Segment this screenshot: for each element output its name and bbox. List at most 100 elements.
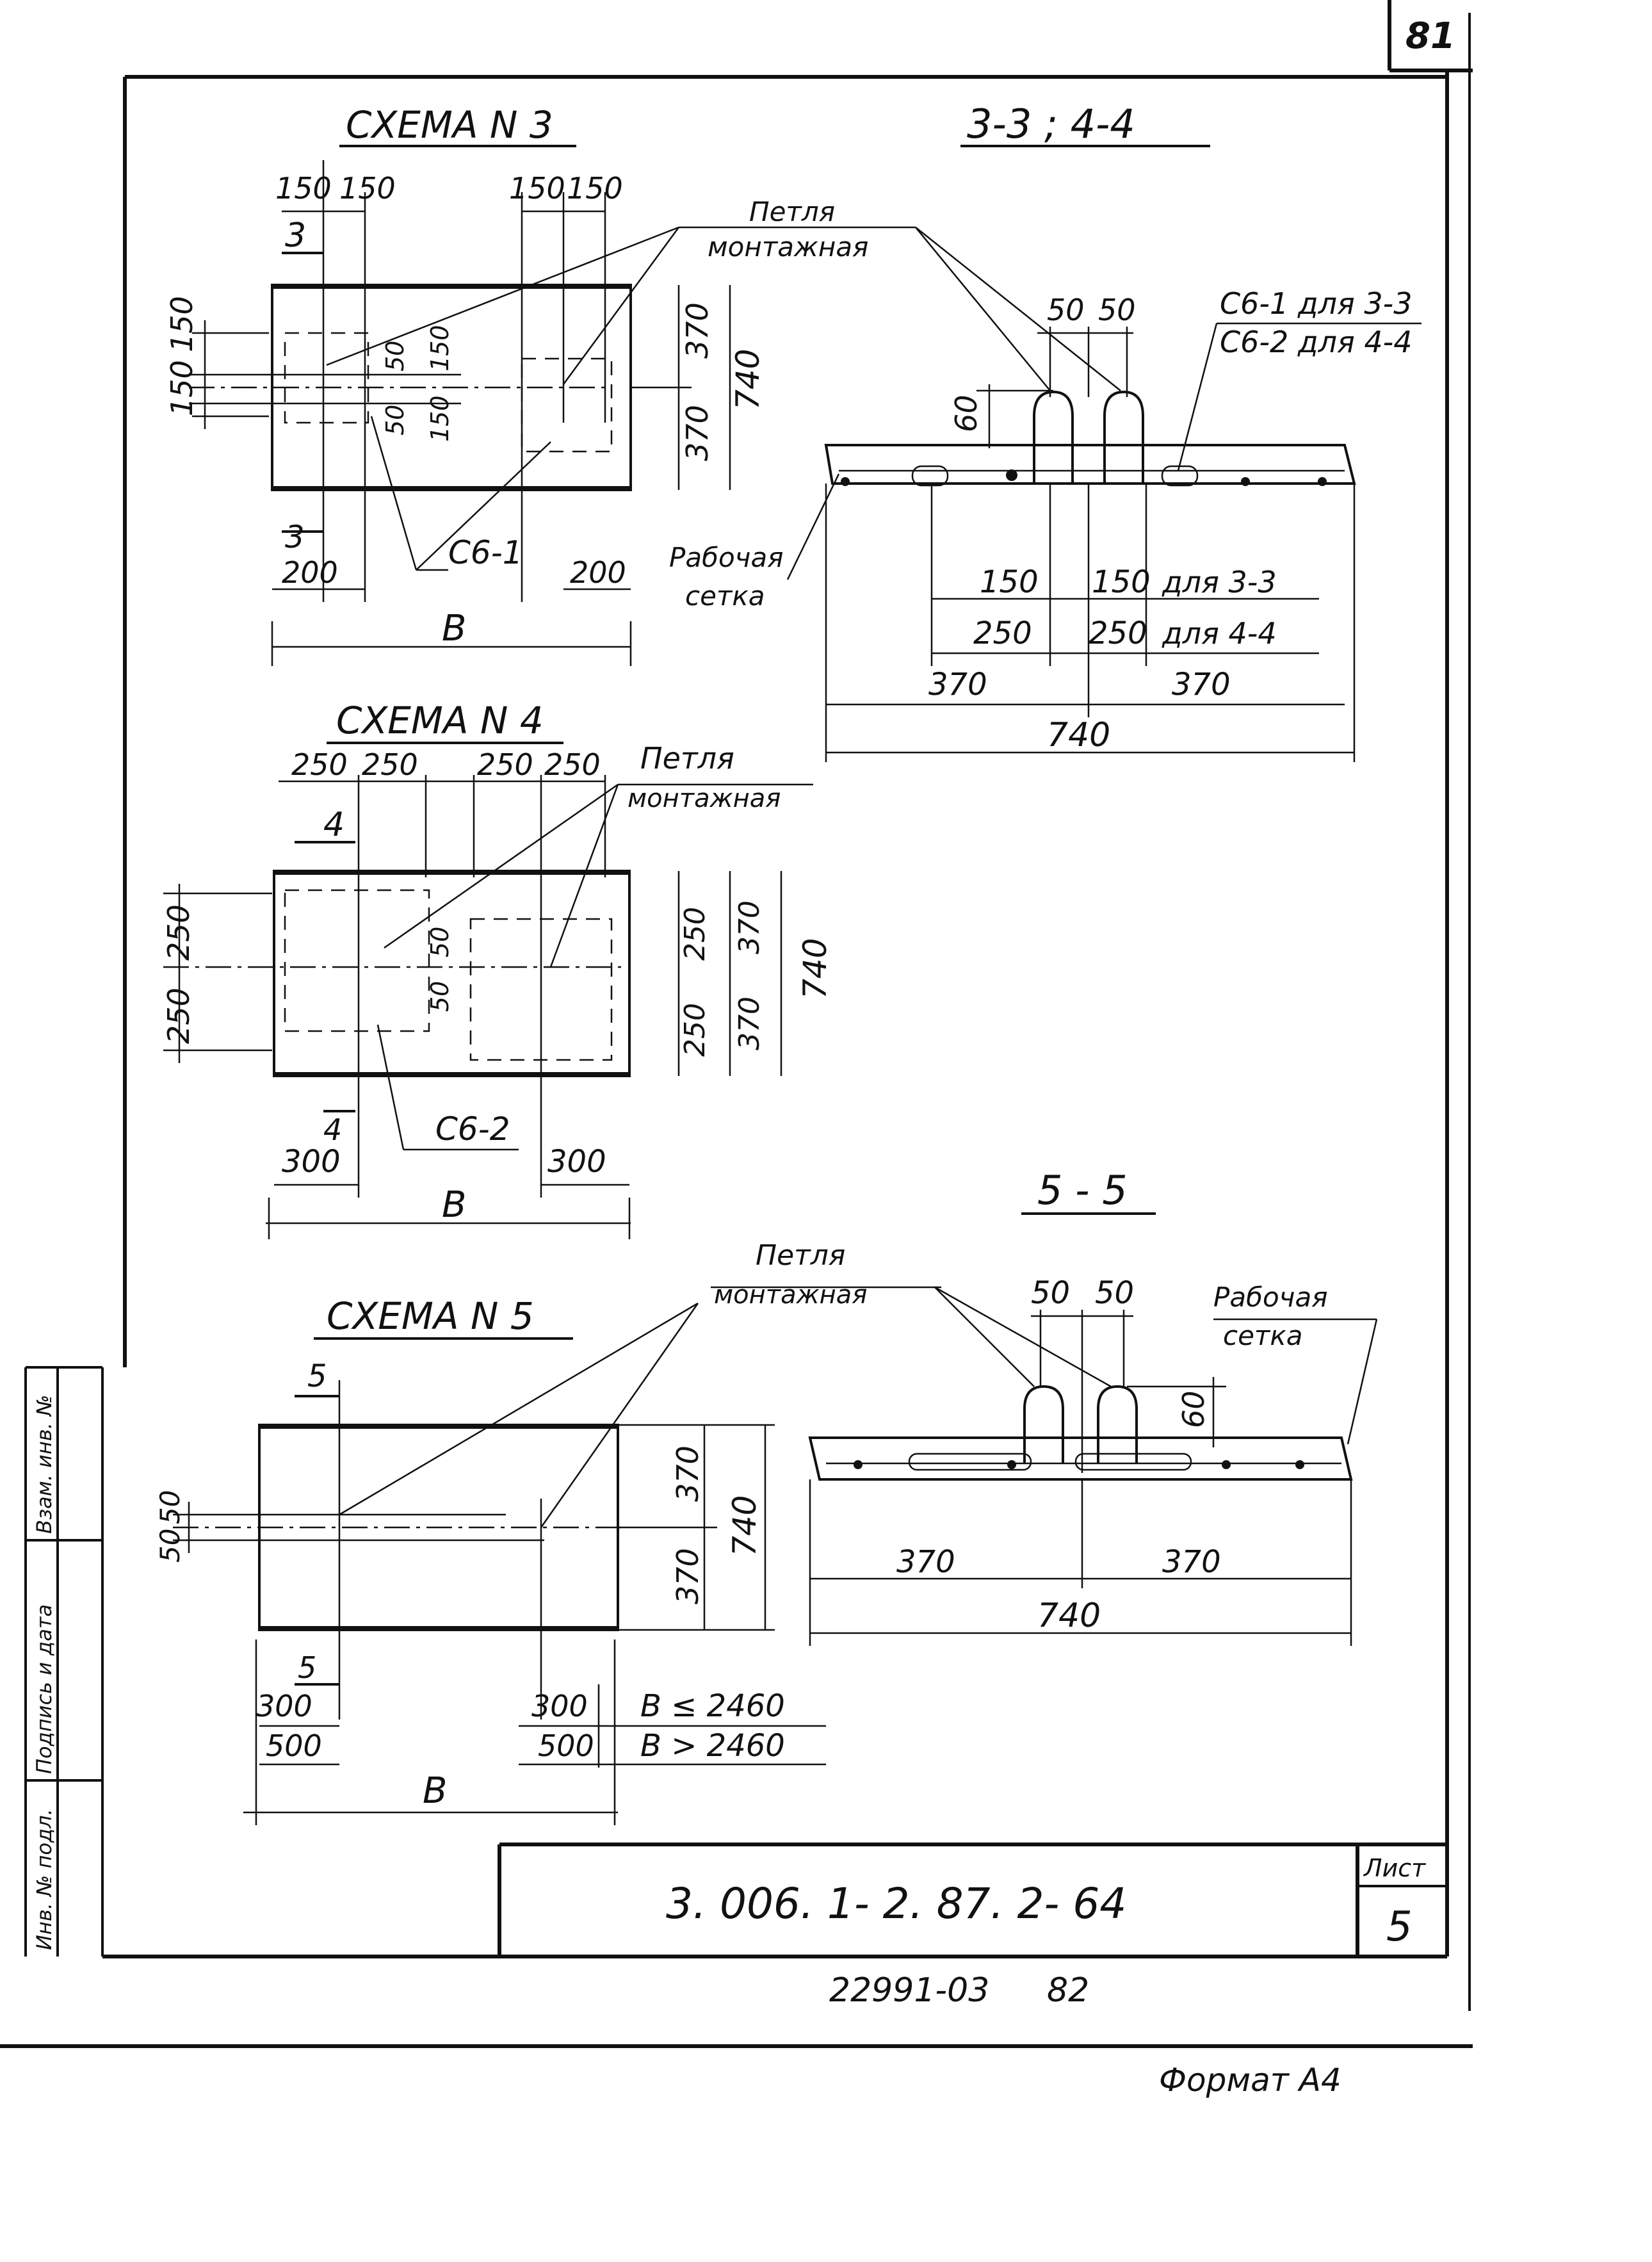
s33-title: 3-3 ; 4-4 xyxy=(967,101,1135,147)
s4-right-dim-2: 250 xyxy=(679,1003,711,1057)
stamp-vzam: Взам. инв. № xyxy=(32,1395,56,1534)
s5-row1-cond: В ≤ 2460 xyxy=(640,1688,785,1724)
s33-row2-note: для 4-4 xyxy=(1162,616,1277,651)
s4-bottom-dim-2: 300 xyxy=(547,1144,606,1180)
schema-3: СХЕМА N 3 150 150 150 150 3 150 150 50 xyxy=(165,103,916,666)
sheet-label: Лист xyxy=(1363,1854,1427,1882)
s33-row2-a: 250 xyxy=(973,615,1032,651)
s3-inner-dim-3: 150 xyxy=(426,395,454,442)
s5-width-label: В xyxy=(423,1770,447,1812)
s4-dim-top-2: 250 xyxy=(362,747,418,782)
s4-loop-label-2: монтажная xyxy=(628,784,781,813)
schema-3-title: СХЕМА N 3 xyxy=(346,103,553,147)
s33-row1-note: для 3-3 xyxy=(1162,565,1277,599)
s5-left-dim-1: 50 xyxy=(154,1490,186,1524)
s3-right-dim-1: 370 xyxy=(680,302,715,359)
side-stamp: Инв. № подл. Подпись и дата Взам. инв. № xyxy=(24,1366,102,1957)
title-block: 3. 006. 1- 2. 87. 2- 64 Лист 5 22991-03 … xyxy=(498,1843,1447,2099)
s3-loop-label-2: монтажная xyxy=(708,231,868,263)
s55-loop-label-1: Петля xyxy=(756,1239,845,1272)
s4-left-dim-1: 250 xyxy=(161,904,196,961)
s5-section-mark: 5 xyxy=(307,1358,327,1394)
s5-left-dim-2: 50 xyxy=(154,1529,186,1563)
s33-height: 60 xyxy=(949,395,984,432)
s4-right2-dim-1: 370 xyxy=(733,900,766,954)
s3-dim-top-1: 150 xyxy=(275,171,332,206)
s33-row3-a: 370 xyxy=(928,667,987,703)
s3-left-dim-1: 150 xyxy=(165,296,199,352)
schema-4: СХЕМА N 4 250 250 250 250 4 250 250 50 5… xyxy=(161,699,834,1239)
schema-4-title: СХЕМА N 4 xyxy=(336,699,544,742)
s33-work-mesh-2: сетка xyxy=(685,580,765,612)
s5-row1-right: 300 xyxy=(531,1689,588,1723)
s4-inner-dim-1: 50 xyxy=(426,927,454,957)
s3-dim-top-3: 150 xyxy=(509,171,565,206)
stamp-inv-podl: Инв. № подл. xyxy=(32,1809,56,1950)
schema-5-title: СХЕМА N 5 xyxy=(327,1294,534,1338)
s33-row1-a: 150 xyxy=(980,564,1039,600)
s5-row2-right: 500 xyxy=(538,1729,594,1763)
section-3-3: 3-3 ; 4-4 50 50 60 С6-1 для 3-3 С6-2 для… xyxy=(669,101,1421,762)
s3-dim-top-2: 150 xyxy=(339,171,396,206)
s55-top-dim-1: 50 xyxy=(1031,1275,1070,1311)
s33-mesh-note-1: С6-1 для 3-3 xyxy=(1220,286,1413,321)
page-number-box: 81 xyxy=(1388,0,1473,72)
s4-bottom-dim-1: 300 xyxy=(282,1144,341,1180)
s4-dim-top-4: 250 xyxy=(544,747,601,782)
s55-work-mesh-1: Рабочая xyxy=(1213,1282,1327,1313)
stamp-podpis: Подпись и дата xyxy=(32,1604,56,1774)
archive-page: 82 xyxy=(1047,1971,1089,2010)
frame xyxy=(0,13,1473,2048)
s3-bottom-dim-1: 200 xyxy=(282,555,338,590)
format-label: Формат А4 xyxy=(1159,2062,1341,2099)
s3-section-mark: 3 xyxy=(285,216,306,255)
s5-right-dim-2: 370 xyxy=(670,1548,705,1604)
s55-top-dim-2: 50 xyxy=(1095,1275,1134,1311)
s3-width-label: В xyxy=(442,608,466,649)
s33-row3-b: 370 xyxy=(1172,667,1231,703)
s4-right2-dim-2: 370 xyxy=(733,997,766,1050)
page-number: 81 xyxy=(1405,15,1455,57)
s4-inner-dim-2: 50 xyxy=(426,981,454,1012)
section-5-5: 5 - 5 50 50 60 Рабочая сетка Петля монта… xyxy=(711,1167,1378,1646)
s3-left-dim-2: 150 xyxy=(165,360,199,416)
s4-dim-top-1: 250 xyxy=(291,747,348,782)
s55-height: 60 xyxy=(1176,1390,1211,1428)
s3-mesh-label: С6-1 xyxy=(448,534,523,571)
s55-title: 5 - 5 xyxy=(1037,1167,1128,1214)
s5-total: 740 xyxy=(726,1495,763,1556)
s33-work-mesh-1: Рабочая xyxy=(669,542,783,573)
s33-row2-b: 250 xyxy=(1089,615,1147,651)
s4-dim-top-3: 250 xyxy=(477,747,533,782)
s3-loop-label-1: Петля xyxy=(749,196,835,227)
s3-right-dim-2: 370 xyxy=(680,405,715,461)
s4-mesh-label: С6-2 xyxy=(435,1111,510,1148)
s55-loop-label-2: монтажная xyxy=(714,1280,867,1310)
s5-row2-cond: В > 2460 xyxy=(640,1728,785,1764)
s3-dim-top-4: 150 xyxy=(567,171,623,206)
s55-row1-b: 370 xyxy=(1162,1544,1221,1580)
s5-right-dim-1: 370 xyxy=(670,1445,705,1502)
s5-bottom-mark: 5 xyxy=(298,1650,316,1685)
sheet-number: 5 xyxy=(1386,1903,1413,1951)
s4-loop-label-1: Петля xyxy=(640,741,734,776)
s33-top-dim-2: 50 xyxy=(1098,293,1136,327)
s3-inner-dim-1: 50 xyxy=(381,341,409,371)
s3-total: 740 xyxy=(729,349,766,410)
s3-bottom-dim-2: 200 xyxy=(570,555,626,590)
doc-code: 3. 006. 1- 2. 87. 2- 64 xyxy=(666,1879,1126,1928)
s33-row1-b: 150 xyxy=(1092,564,1151,600)
s4-total: 740 xyxy=(797,938,834,999)
s4-left-dim-2: 250 xyxy=(161,988,196,1044)
s3-bottom-mark: 3 xyxy=(285,519,305,555)
s55-total: 740 xyxy=(1037,1597,1101,1635)
s5-row2-left: 500 xyxy=(266,1729,322,1763)
s33-top-dim-1: 50 xyxy=(1047,293,1085,327)
s33-total: 740 xyxy=(1047,716,1110,754)
s4-right-dim-1: 250 xyxy=(679,907,711,961)
s4-bottom-mark: 4 xyxy=(323,1112,342,1147)
archive-number: 22991-03 xyxy=(829,1971,989,2010)
s4-section-mark: 4 xyxy=(323,806,344,844)
